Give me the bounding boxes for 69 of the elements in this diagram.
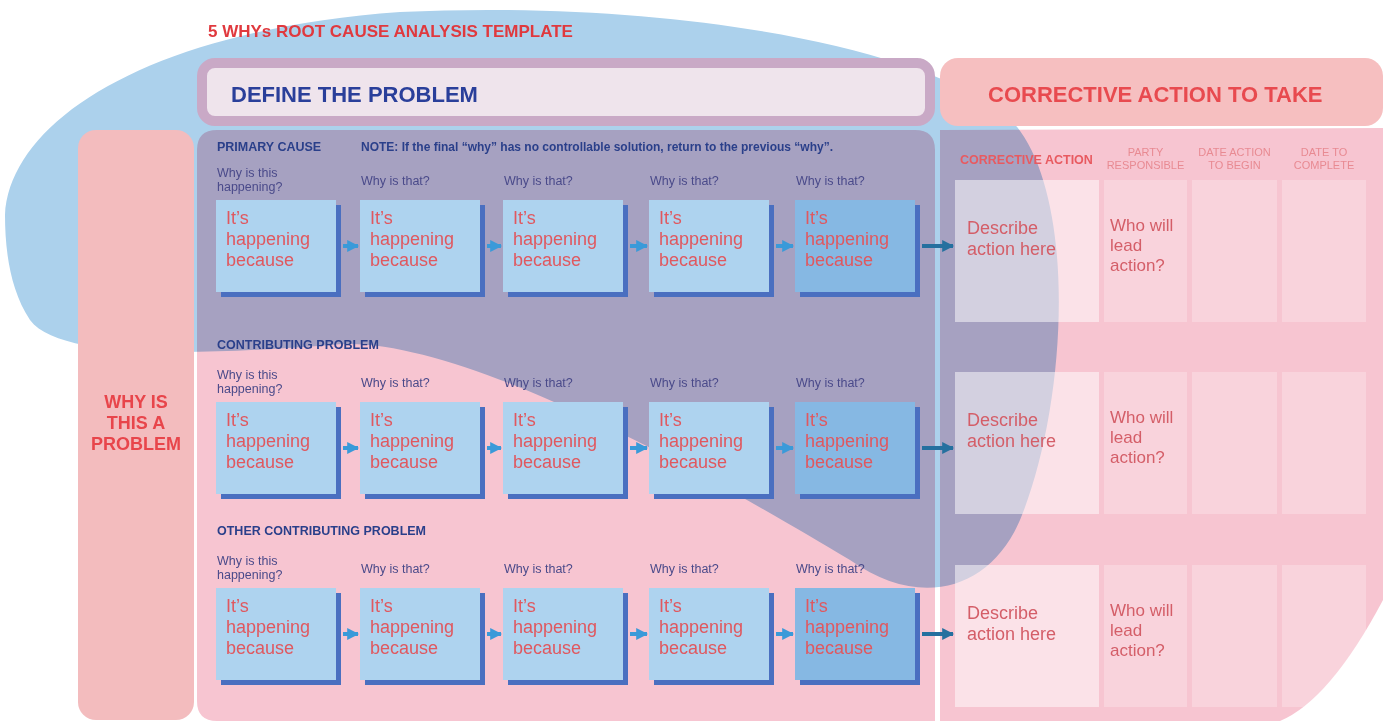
arrow (630, 628, 649, 640)
question-text: Why is that? (796, 376, 865, 391)
box-text: It’s happening because (226, 596, 312, 660)
section-heading: PRIMARY CAUSE (217, 140, 322, 155)
box-text: It’s happening because (805, 596, 891, 660)
arrow (487, 442, 503, 454)
question-text: Why is that? (361, 376, 430, 391)
box-text: Who will lead action? (1110, 601, 1175, 661)
arrow (343, 442, 360, 454)
section-heading: CONTRIBUTING PROBLEM (217, 338, 379, 353)
arrow (922, 240, 955, 252)
side-band (78, 130, 194, 720)
arrow (343, 240, 360, 252)
box-text: It’s happening because (370, 410, 456, 474)
box-text: It’s happening because (805, 410, 891, 474)
date-box (1282, 565, 1366, 707)
note-text: NOTE: If the final “why” has no controllable solution, return to the previous “why”. (361, 141, 834, 155)
arrow (922, 442, 955, 454)
box-text: It’s happening because (226, 410, 312, 474)
box-text: It’s happening because (659, 410, 745, 474)
action-box (955, 565, 1099, 707)
arrow (776, 442, 795, 454)
question-text: Why is that? (796, 562, 865, 577)
action-box (955, 180, 1099, 322)
action-box (955, 372, 1099, 514)
problem-band (197, 58, 935, 126)
title: 5 WHYs ROOT CAUSE ANALYSIS TEMPLATE (208, 22, 573, 42)
box-text: It’s happening because (659, 208, 745, 272)
box-text: Who will lead action? (1110, 216, 1175, 276)
action-band (940, 58, 1383, 126)
arrow (776, 240, 795, 252)
arrow (922, 628, 955, 640)
box-text: It’s happening because (370, 208, 456, 272)
arrow (487, 240, 503, 252)
question-text: Why is this happening? (217, 368, 284, 397)
question-text: Why is this happening? (217, 166, 284, 195)
question-text: Why is that? (796, 174, 865, 189)
box-text: It’s happening because (370, 596, 456, 660)
arrow (776, 628, 795, 640)
arrow (630, 240, 649, 252)
question-text: Why is that? (504, 376, 573, 391)
box-text: It’s happening because (513, 208, 599, 272)
box-text: It’s happening because (805, 208, 891, 272)
box-text: It’s happening because (226, 208, 312, 272)
question-text: Why is that? (650, 376, 719, 391)
arrow (487, 628, 503, 640)
question-text: Why is that? (650, 562, 719, 577)
column-header: PARTY RESPONSIBLE (1105, 146, 1186, 172)
box-text: Who will lead action? (1110, 408, 1175, 468)
arrow (343, 628, 360, 640)
column-header: DATE ACTION TO BEGIN (1197, 146, 1272, 172)
question-text: Why is that? (504, 174, 573, 189)
box-text: WHY IS THIS A PROBLEM (90, 392, 182, 456)
box-text: Describe action here (967, 410, 1058, 453)
question-text: Why is this happening? (217, 554, 284, 583)
box-text: DEFINE THE PROBLEM (231, 82, 478, 108)
question-text: Why is that? (650, 174, 719, 189)
arrow (630, 442, 649, 454)
question-text: Why is that? (361, 174, 430, 189)
box-text: It’s happening because (659, 596, 745, 660)
box-text: Describe action here (967, 603, 1058, 646)
section-heading: OTHER CONTRIBUTING PROBLEM (217, 524, 427, 539)
question-text: Why is that? (361, 562, 430, 577)
box-text: It’s happening because (513, 410, 599, 474)
box-text: Describe action here (967, 218, 1058, 261)
box-text: CORRECTIVE ACTION TO TAKE (988, 82, 1323, 108)
question-text: Why is that? (504, 562, 573, 577)
box-text: It’s happening because (513, 596, 599, 660)
column-header: DATE TO COMPLETE (1292, 146, 1356, 172)
